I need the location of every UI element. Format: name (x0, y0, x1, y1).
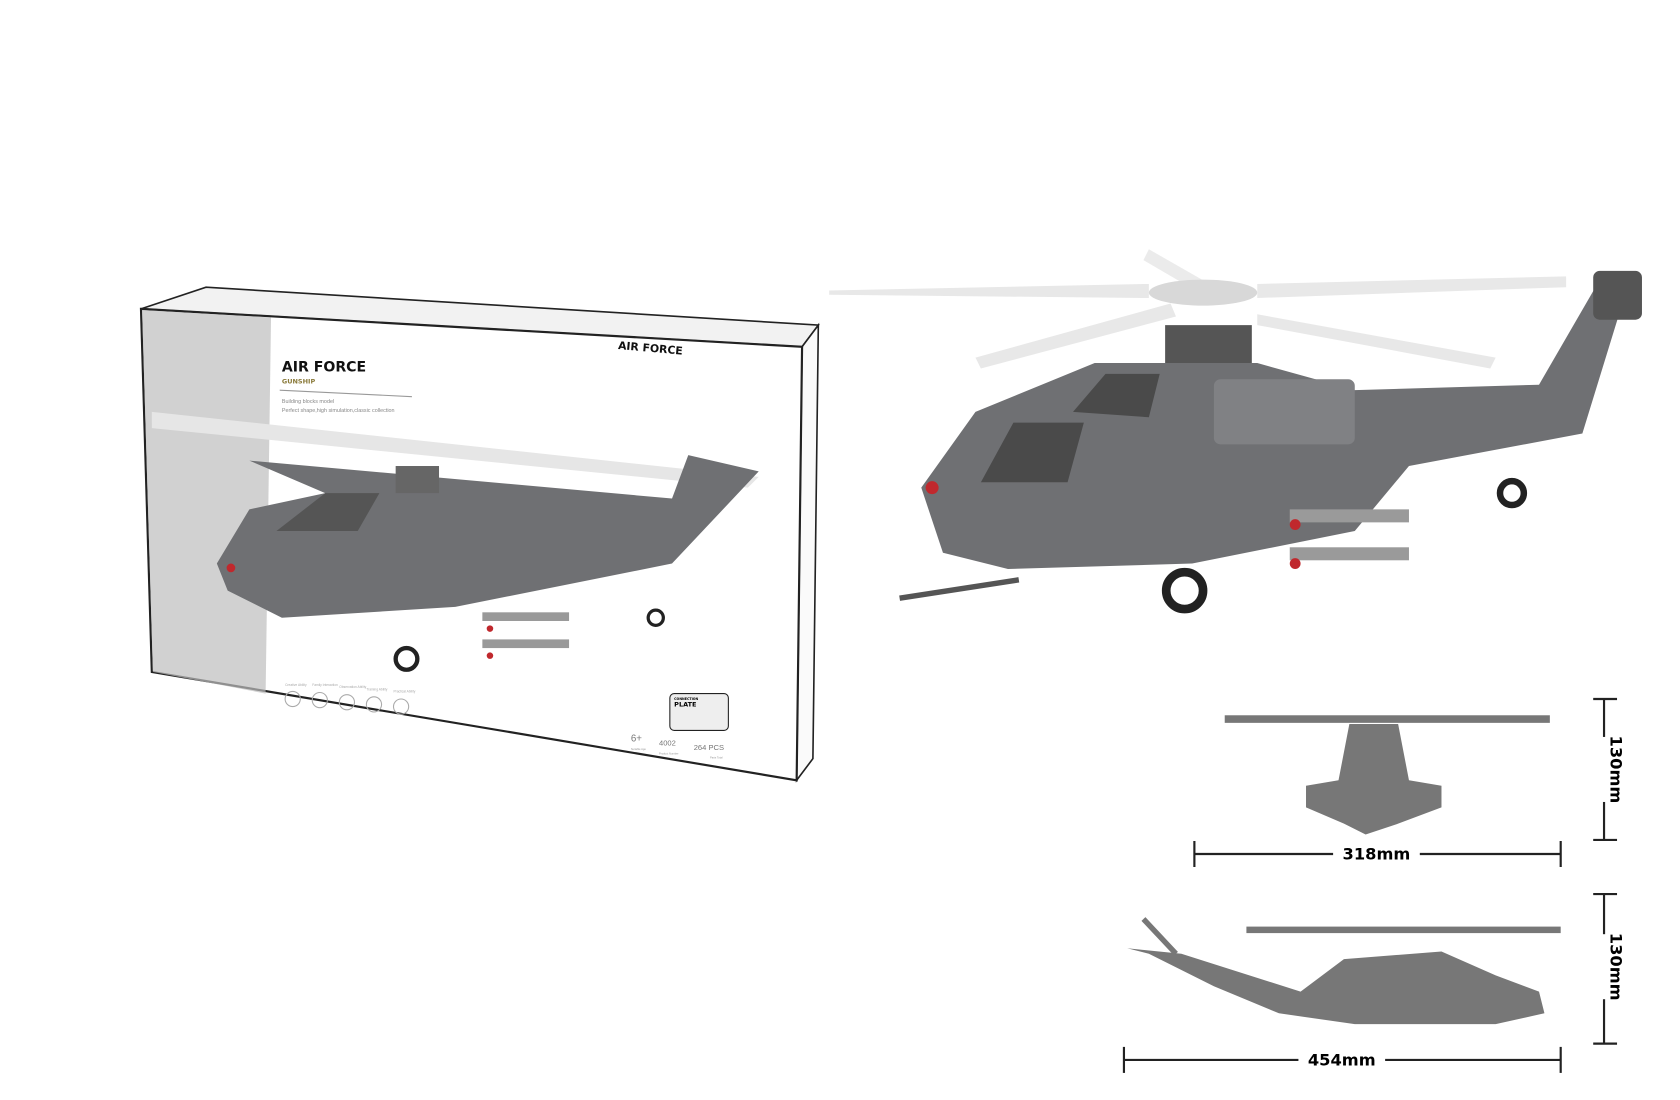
side-silhouette-body (1127, 948, 1545, 1025)
side-length-label: 454mm (1308, 1050, 1376, 1069)
product-number-label: Product Number (659, 751, 679, 755)
age-label: Suitable Age (631, 747, 647, 751)
pieces: 264 PCS (694, 743, 724, 752)
front-silhouette-body (1306, 723, 1442, 835)
side-view-diagram: 130mm 454mm (1122, 893, 1626, 1073)
divider (279, 389, 412, 398)
front-height-label: 130mm (1607, 736, 1626, 804)
badge-label: PLATE (674, 701, 696, 709)
product-box: AIR FORCE GUNSHIP Building blocks model … (139, 286, 820, 783)
box-helicopter (151, 411, 759, 672)
box-photo-strip (142, 309, 272, 694)
box-top-title: AIR FORCE (618, 339, 684, 358)
front-width-label: 318mm (1343, 844, 1411, 863)
front-silhouette-rotor (1224, 715, 1550, 723)
ability-label: Training Ability (366, 687, 387, 691)
ability-label: Family Interaction (312, 683, 338, 687)
box-tagline-1: Building blocks model (282, 399, 334, 405)
side-silhouette-rotor (1246, 926, 1561, 934)
ability-icons: Creative Ability Family Interaction Obse… (284, 683, 416, 715)
pieces-label: Parts Total (710, 756, 723, 760)
box-title: AIR FORCE (282, 360, 366, 376)
helicopter-model (829, 249, 1642, 614)
ability-label: Creative Ability (285, 683, 307, 687)
age: 6+ (631, 733, 642, 744)
side-height-label: 130mm (1607, 933, 1626, 1001)
box-tagline-2: Perfect shape,high simulation,classic co… (282, 408, 395, 414)
ability-label: Practical Ability (393, 690, 415, 694)
badge-small: CONNECTION (674, 697, 698, 701)
connection-plate-badge (669, 693, 729, 731)
box-subtitle: GUNSHIP (282, 378, 316, 386)
front-view-diagram: 130mm 318mm (1193, 697, 1626, 867)
ability-label: Observation Ability (339, 685, 366, 689)
product-number: 4002 (659, 739, 676, 748)
